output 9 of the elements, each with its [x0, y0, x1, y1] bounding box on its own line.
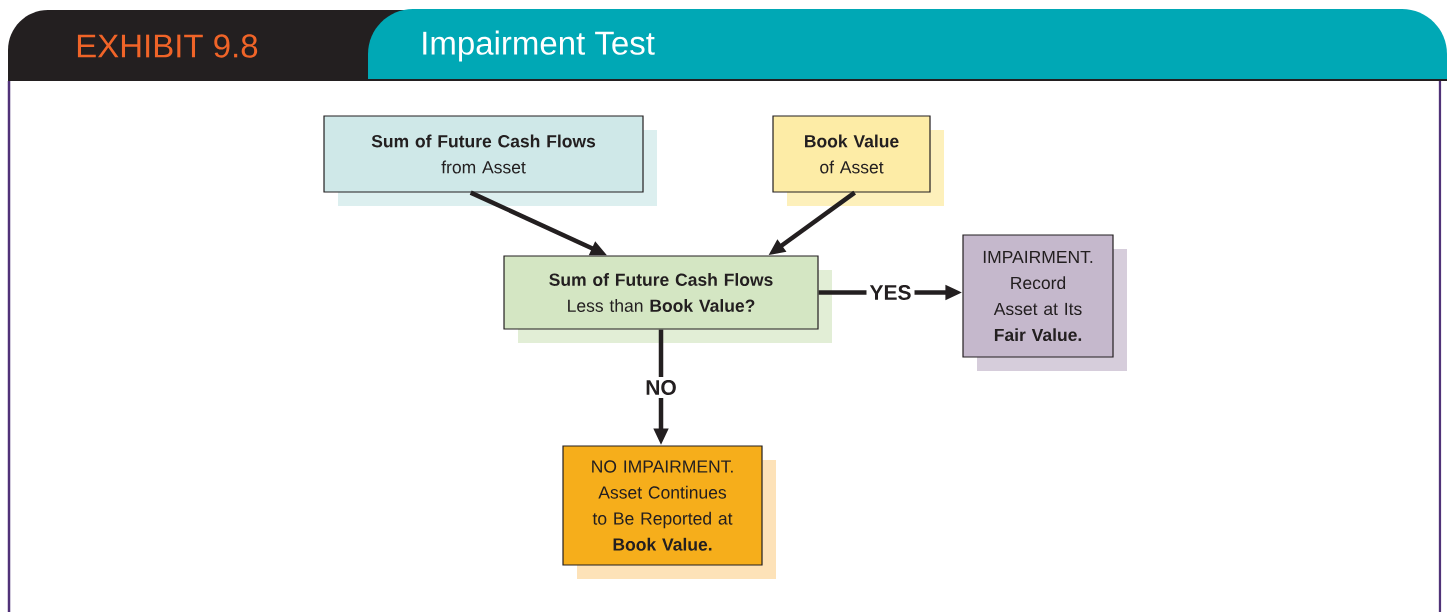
process-box: Sum of Future Cash Flows Less than Book Value? — [503, 255, 832, 343]
title: Impairment Test — [423, 30, 655, 62]
process-box: Sum of Future Cash Flows from Asset — [323, 115, 657, 206]
exhibit-number: EXHIBIT 9.8 — [77, 34, 258, 58]
edge-label: NO — [642, 377, 680, 398]
process-box: Book Value of Asset — [772, 115, 944, 206]
edge-label: YES — [866, 282, 915, 303]
process-box: IMPAIRMENT. Record Asset at Its Fair Value. — [962, 234, 1127, 371]
process-box: NO IMPAIRMENT. Asset Continues to Be Reported at Book Value. — [562, 445, 776, 579]
